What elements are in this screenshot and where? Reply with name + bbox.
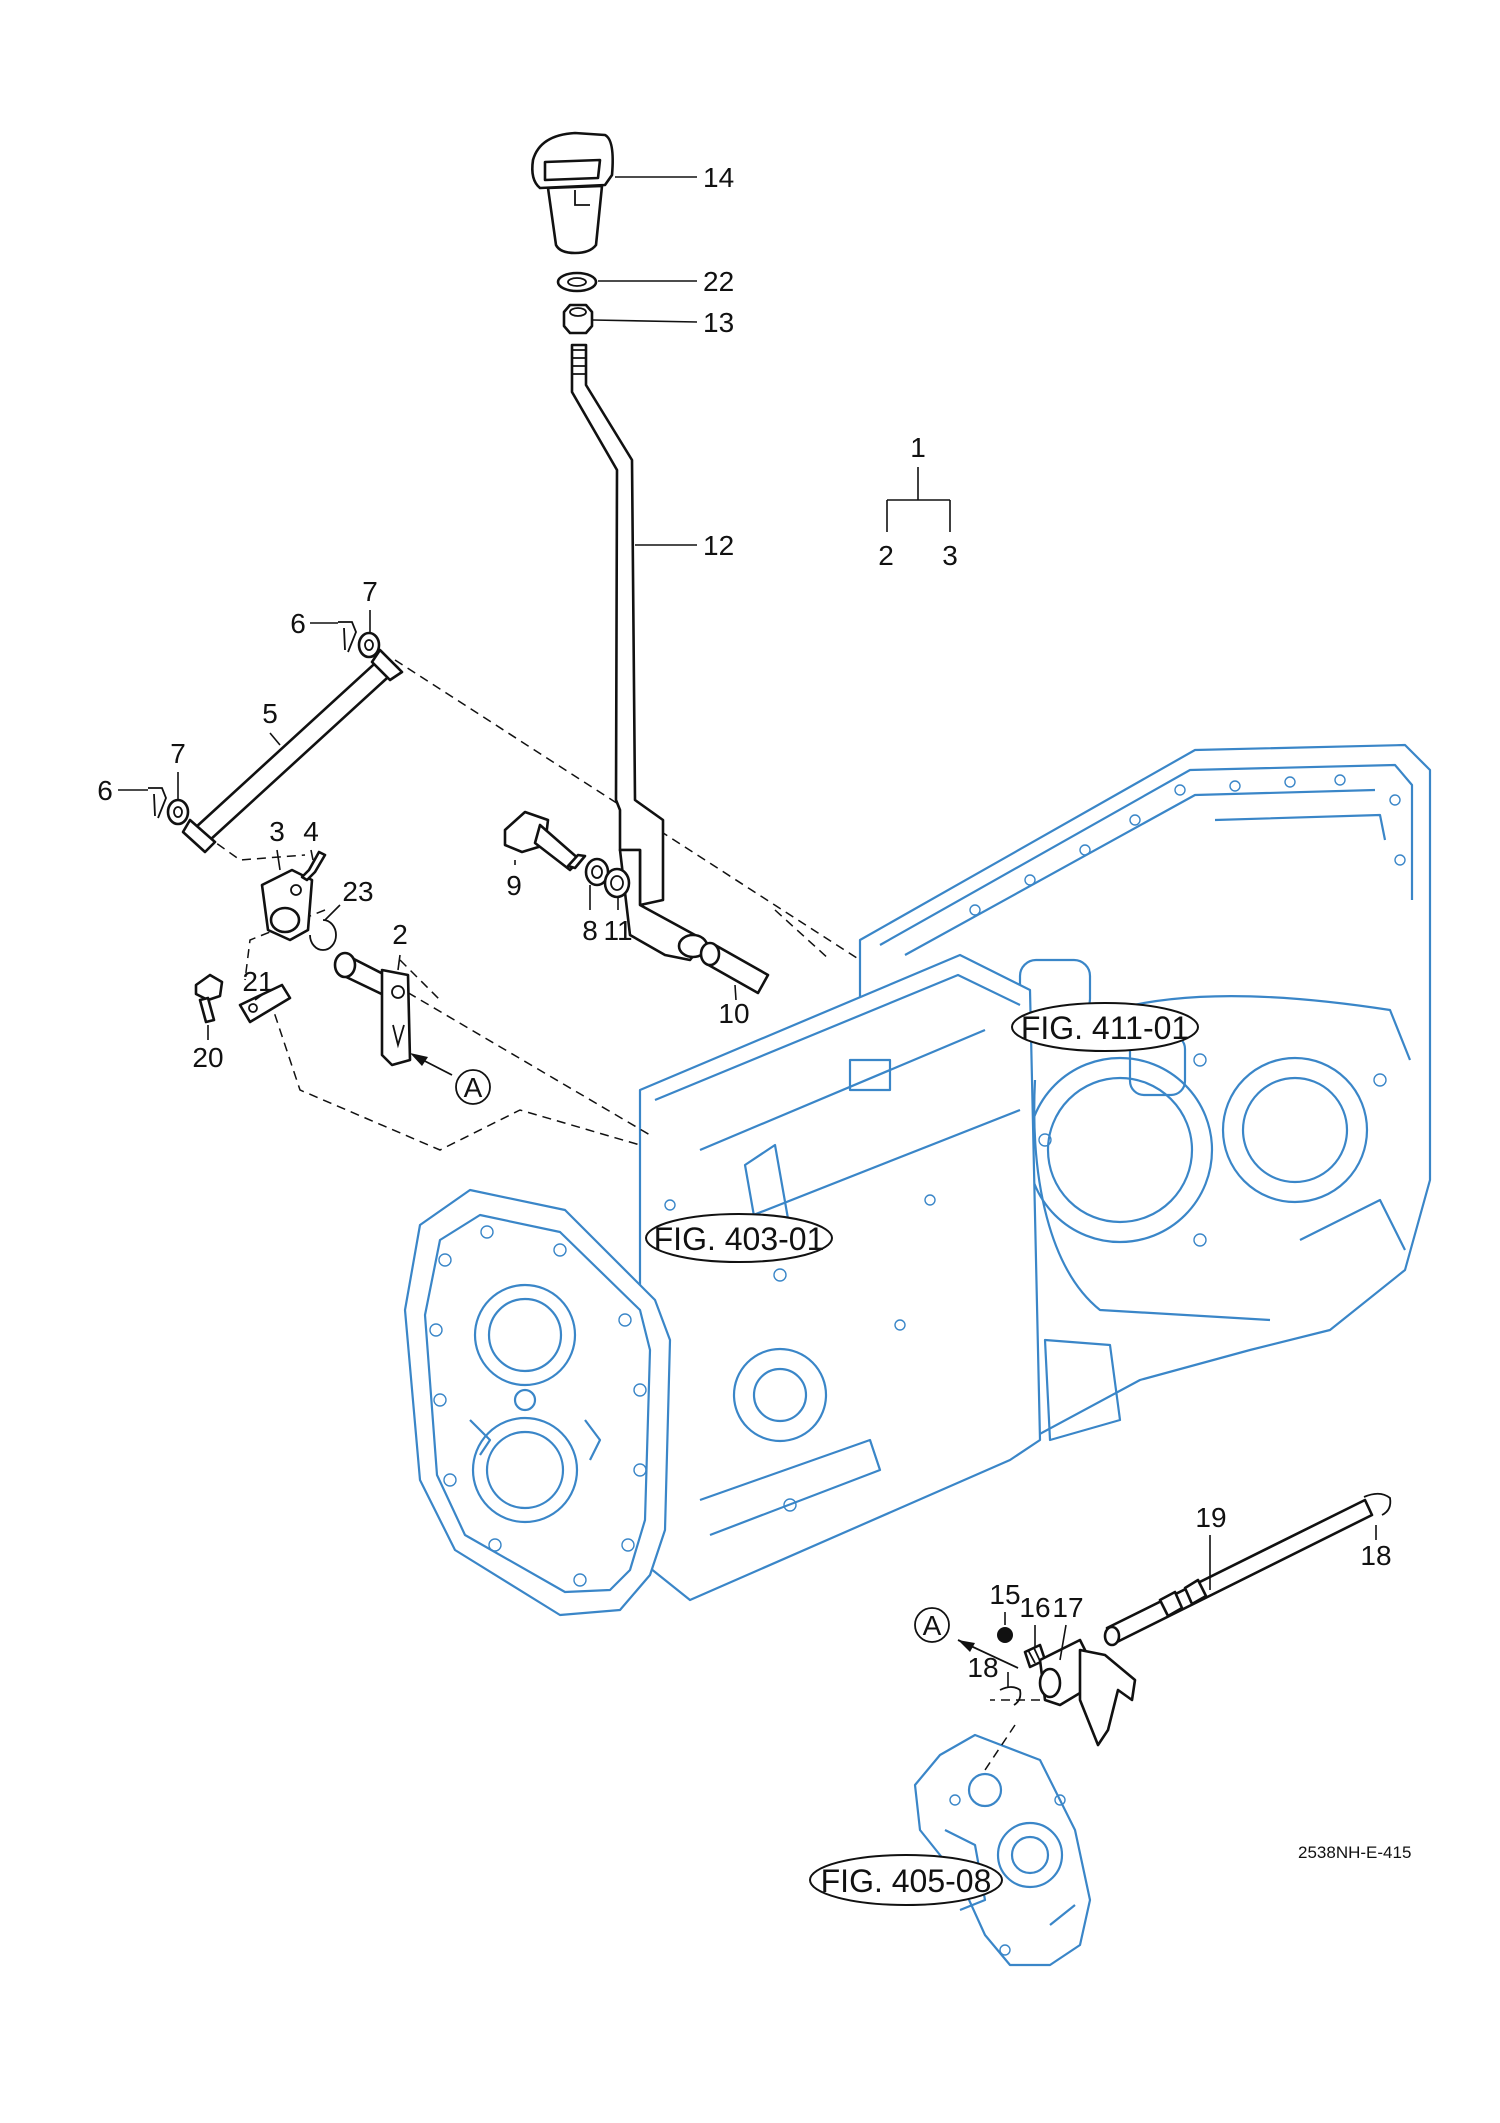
callout-8: 8 — [582, 915, 598, 946]
figref-405[interactable]: FIG. 405-08 — [809, 1854, 1003, 1906]
marker-arrow-a-top — [410, 1053, 453, 1076]
assembly-tree — [886, 467, 951, 532]
shift-rod-5 — [181, 648, 404, 854]
drawing-number: 2538NH-E-415 — [1298, 1843, 1411, 1862]
callout-3-tree: 3 — [942, 540, 958, 571]
callout-1: 1 — [910, 432, 926, 463]
callout-22: 22 — [703, 266, 734, 297]
spring-pin-4 — [300, 850, 327, 882]
callout-19: 19 — [1195, 1502, 1226, 1533]
shift-fork-housing — [913, 1733, 1092, 1967]
cotter-pin-6a — [338, 621, 357, 653]
callout-16: 16 — [1019, 1592, 1050, 1623]
callout-6a: 6 — [290, 608, 306, 639]
callout-14: 14 — [703, 162, 734, 193]
snap-ring-18a — [1363, 1492, 1392, 1516]
callout-20: 20 — [192, 1042, 223, 1073]
figref-405-label: FIG. 405-08 — [821, 1863, 992, 1899]
callout-6b: 6 — [97, 775, 113, 806]
callout-2-tree: 2 — [878, 540, 894, 571]
washer-7b — [166, 798, 190, 826]
callout-numbers: 1 2 3 14 22 13 12 7 6 5 7 6 3 4 23 2 21 … — [97, 162, 1391, 1683]
callout-9: 9 — [506, 870, 522, 901]
shift-fork-17 — [1038, 1638, 1137, 1747]
figref-403[interactable]: FIG. 403-01 — [645, 1213, 833, 1263]
cotter-pin-6b — [148, 787, 167, 819]
shift-knob — [531, 131, 614, 255]
lock-plate-21 — [238, 983, 292, 1024]
marker-a-top: A — [455, 1069, 491, 1105]
figref-411-label: FIG. 411-01 — [1021, 1010, 1189, 1046]
callout-11: 11 — [603, 915, 632, 946]
sleeve-10 — [699, 941, 770, 995]
leader-lines — [118, 176, 1377, 1688]
callout-13: 13 — [703, 307, 734, 338]
lever-arm-3 — [260, 868, 314, 942]
marker-a-top-label: A — [464, 1072, 483, 1103]
figref-403-label: FIG. 403-01 — [654, 1221, 825, 1257]
callout-3: 3 — [269, 816, 285, 847]
front-cover-plate — [403, 1188, 672, 1617]
washer-22 — [556, 271, 598, 293]
callout-2: 2 — [392, 919, 408, 950]
washer-7a — [357, 631, 381, 659]
front-transmission-housing — [638, 953, 1042, 1602]
marker-a-bottom-label: A — [923, 1610, 942, 1641]
callout-12: 12 — [703, 530, 734, 561]
washer-11 — [603, 867, 631, 899]
bolt-20 — [194, 973, 224, 1024]
shift-rod-19 — [1103, 1498, 1374, 1647]
marker-arrow-a-bottom — [957, 1639, 1019, 1669]
callout-18a: 18 — [1360, 1540, 1391, 1571]
snap-ring-18b — [999, 1686, 1022, 1706]
callout-15: 15 — [989, 1579, 1020, 1610]
bolt-9 — [503, 810, 587, 872]
nut-13 — [562, 303, 594, 335]
callout-7b: 7 — [170, 738, 186, 769]
marker-a-bottom: A — [914, 1607, 950, 1643]
callout-21: 21 — [242, 966, 273, 997]
callout-7a: 7 — [362, 576, 378, 607]
callout-18b: 18 — [967, 1652, 998, 1683]
callout-17: 17 — [1052, 1592, 1083, 1623]
callout-5: 5 — [262, 698, 278, 729]
shift-arm-2 — [333, 951, 412, 1067]
figref-411[interactable]: FIG. 411-01 — [1011, 1002, 1199, 1052]
snap-ring-23 — [309, 919, 337, 951]
callout-4: 4 — [303, 816, 319, 847]
ball-15 — [997, 1627, 1013, 1643]
callout-10: 10 — [718, 998, 749, 1029]
callout-23: 23 — [342, 876, 373, 907]
